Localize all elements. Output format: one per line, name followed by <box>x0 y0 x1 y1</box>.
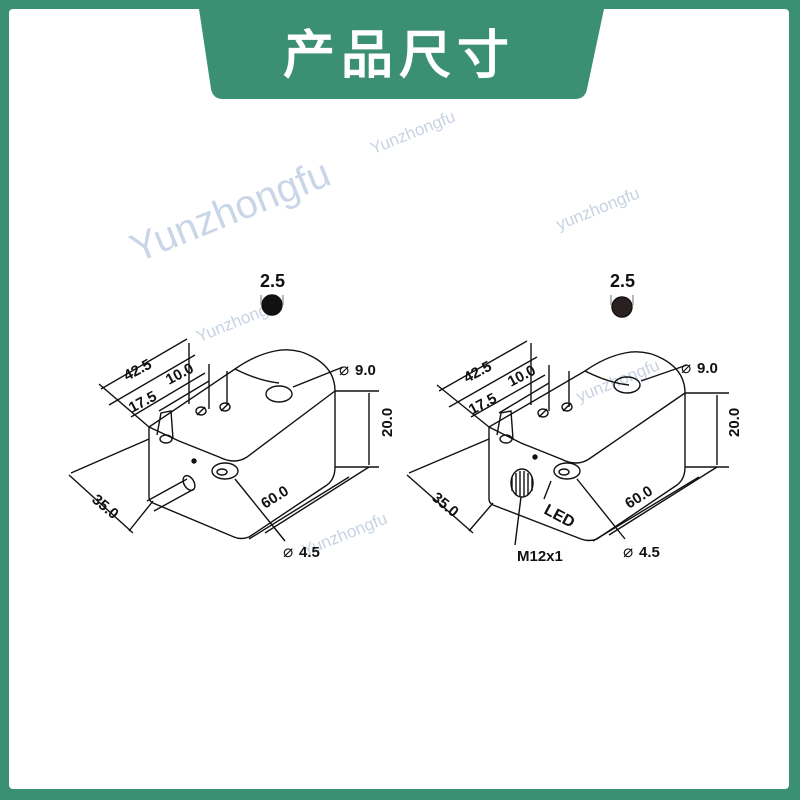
right-hole-diameter-symbol: ⌀ <box>623 542 633 561</box>
page-title: 产品尺寸 <box>282 26 515 86</box>
left-diameter-symbol: ⌀ <box>339 360 349 379</box>
right-dim-height: 20.0 <box>726 408 743 437</box>
left-spot-dot <box>261 294 283 316</box>
right-diameter-symbol: ⌀ <box>681 358 691 377</box>
left-dim-mount-hole: 4.5 <box>299 544 320 561</box>
title-banner <box>199 9 604 99</box>
led-label: LED <box>541 502 577 532</box>
left-dim-bore: 9.0 <box>355 362 376 379</box>
left-dimension-drawing: 2.5 <box>68 271 396 561</box>
connector-label: M12x1 <box>517 548 563 565</box>
right-spot-size: 2.5 <box>610 271 635 291</box>
left-spot-size: 2.5 <box>260 271 285 291</box>
right-dim-10-0: 10.0 <box>505 362 539 391</box>
right-dimension-drawing: 2.5 M12x1 <box>406 271 743 565</box>
right-spot-dot <box>611 296 633 318</box>
left-hole-diameter-symbol: ⌀ <box>283 542 293 561</box>
right-dim-bore: 9.0 <box>697 360 718 377</box>
left-dim-height: 20.0 <box>379 408 396 437</box>
content-panel: 产品尺寸 Yunzhongfu Yunzhongfu yunzhongfu Yu… <box>9 9 789 789</box>
m12-connector <box>510 468 534 498</box>
right-dim-mount-hole: 4.5 <box>639 544 660 561</box>
right-dim-depth: 35.0 <box>428 489 461 521</box>
